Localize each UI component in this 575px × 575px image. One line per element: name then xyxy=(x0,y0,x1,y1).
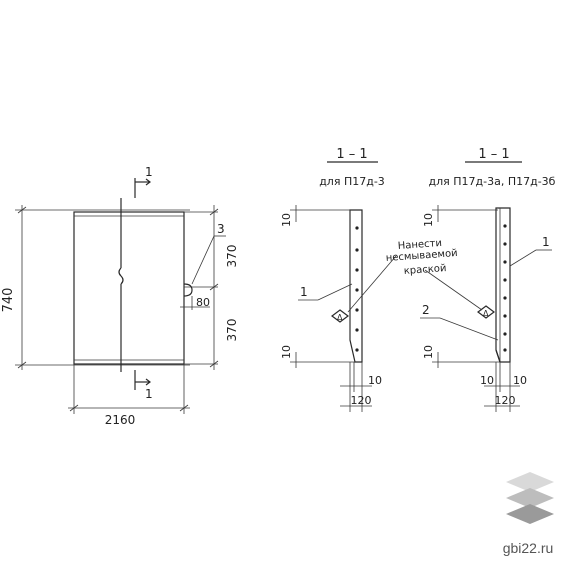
section-b-base-dim: 120 xyxy=(495,394,516,407)
plan-upper-dim: 370 xyxy=(225,245,239,268)
section-a-edge-dim: 10 xyxy=(368,374,382,387)
note-line-1: Нанести xyxy=(397,238,442,252)
section-a-callout-1: 1 xyxy=(300,285,308,299)
plan-height-dim: 740 xyxy=(1,288,16,313)
section-a-subtitle: для П17д-3 xyxy=(319,175,385,188)
plan-width-dim: 2160 xyxy=(105,413,136,427)
section-b-bottom-dim: 10 xyxy=(422,345,435,359)
section-b-view xyxy=(420,161,552,412)
section-a-view xyxy=(290,161,397,412)
section-a-bottom-dim: 10 xyxy=(280,345,293,359)
section-b-callout-1: 1 xyxy=(542,235,550,249)
section-b-subtitle: для П17д-3а, П17д-3б xyxy=(429,175,556,188)
plan-lower-dim: 370 xyxy=(225,319,239,342)
plan-section-mark-top: 1 xyxy=(145,165,153,179)
plan-gap-dim: 80 xyxy=(196,296,210,309)
section-b-edge-left-dim: 10 xyxy=(480,374,494,387)
note-line-2: несмываемой xyxy=(385,248,458,264)
section-b-callout-2: 2 xyxy=(422,303,430,317)
section-a-title: 1 – 1 xyxy=(336,147,367,162)
plan-callout-3: 3 xyxy=(217,222,225,236)
section-b-top-dim: 10 xyxy=(422,213,435,227)
watermark-text: gbi22.ru xyxy=(503,540,554,556)
section-a-marker: Δ xyxy=(337,313,343,322)
section-b-marker: Δ xyxy=(483,309,489,318)
plan-section-mark-bottom: 1 xyxy=(145,387,153,401)
section-a-base-dim: 120 xyxy=(351,394,372,407)
section-b-edge-right-dim: 10 xyxy=(513,374,527,387)
watermark-logo-icon xyxy=(506,472,554,524)
section-a-top-dim: 10 xyxy=(280,213,293,227)
plan-view xyxy=(15,178,226,414)
section-b-title: 1 – 1 xyxy=(478,147,509,162)
